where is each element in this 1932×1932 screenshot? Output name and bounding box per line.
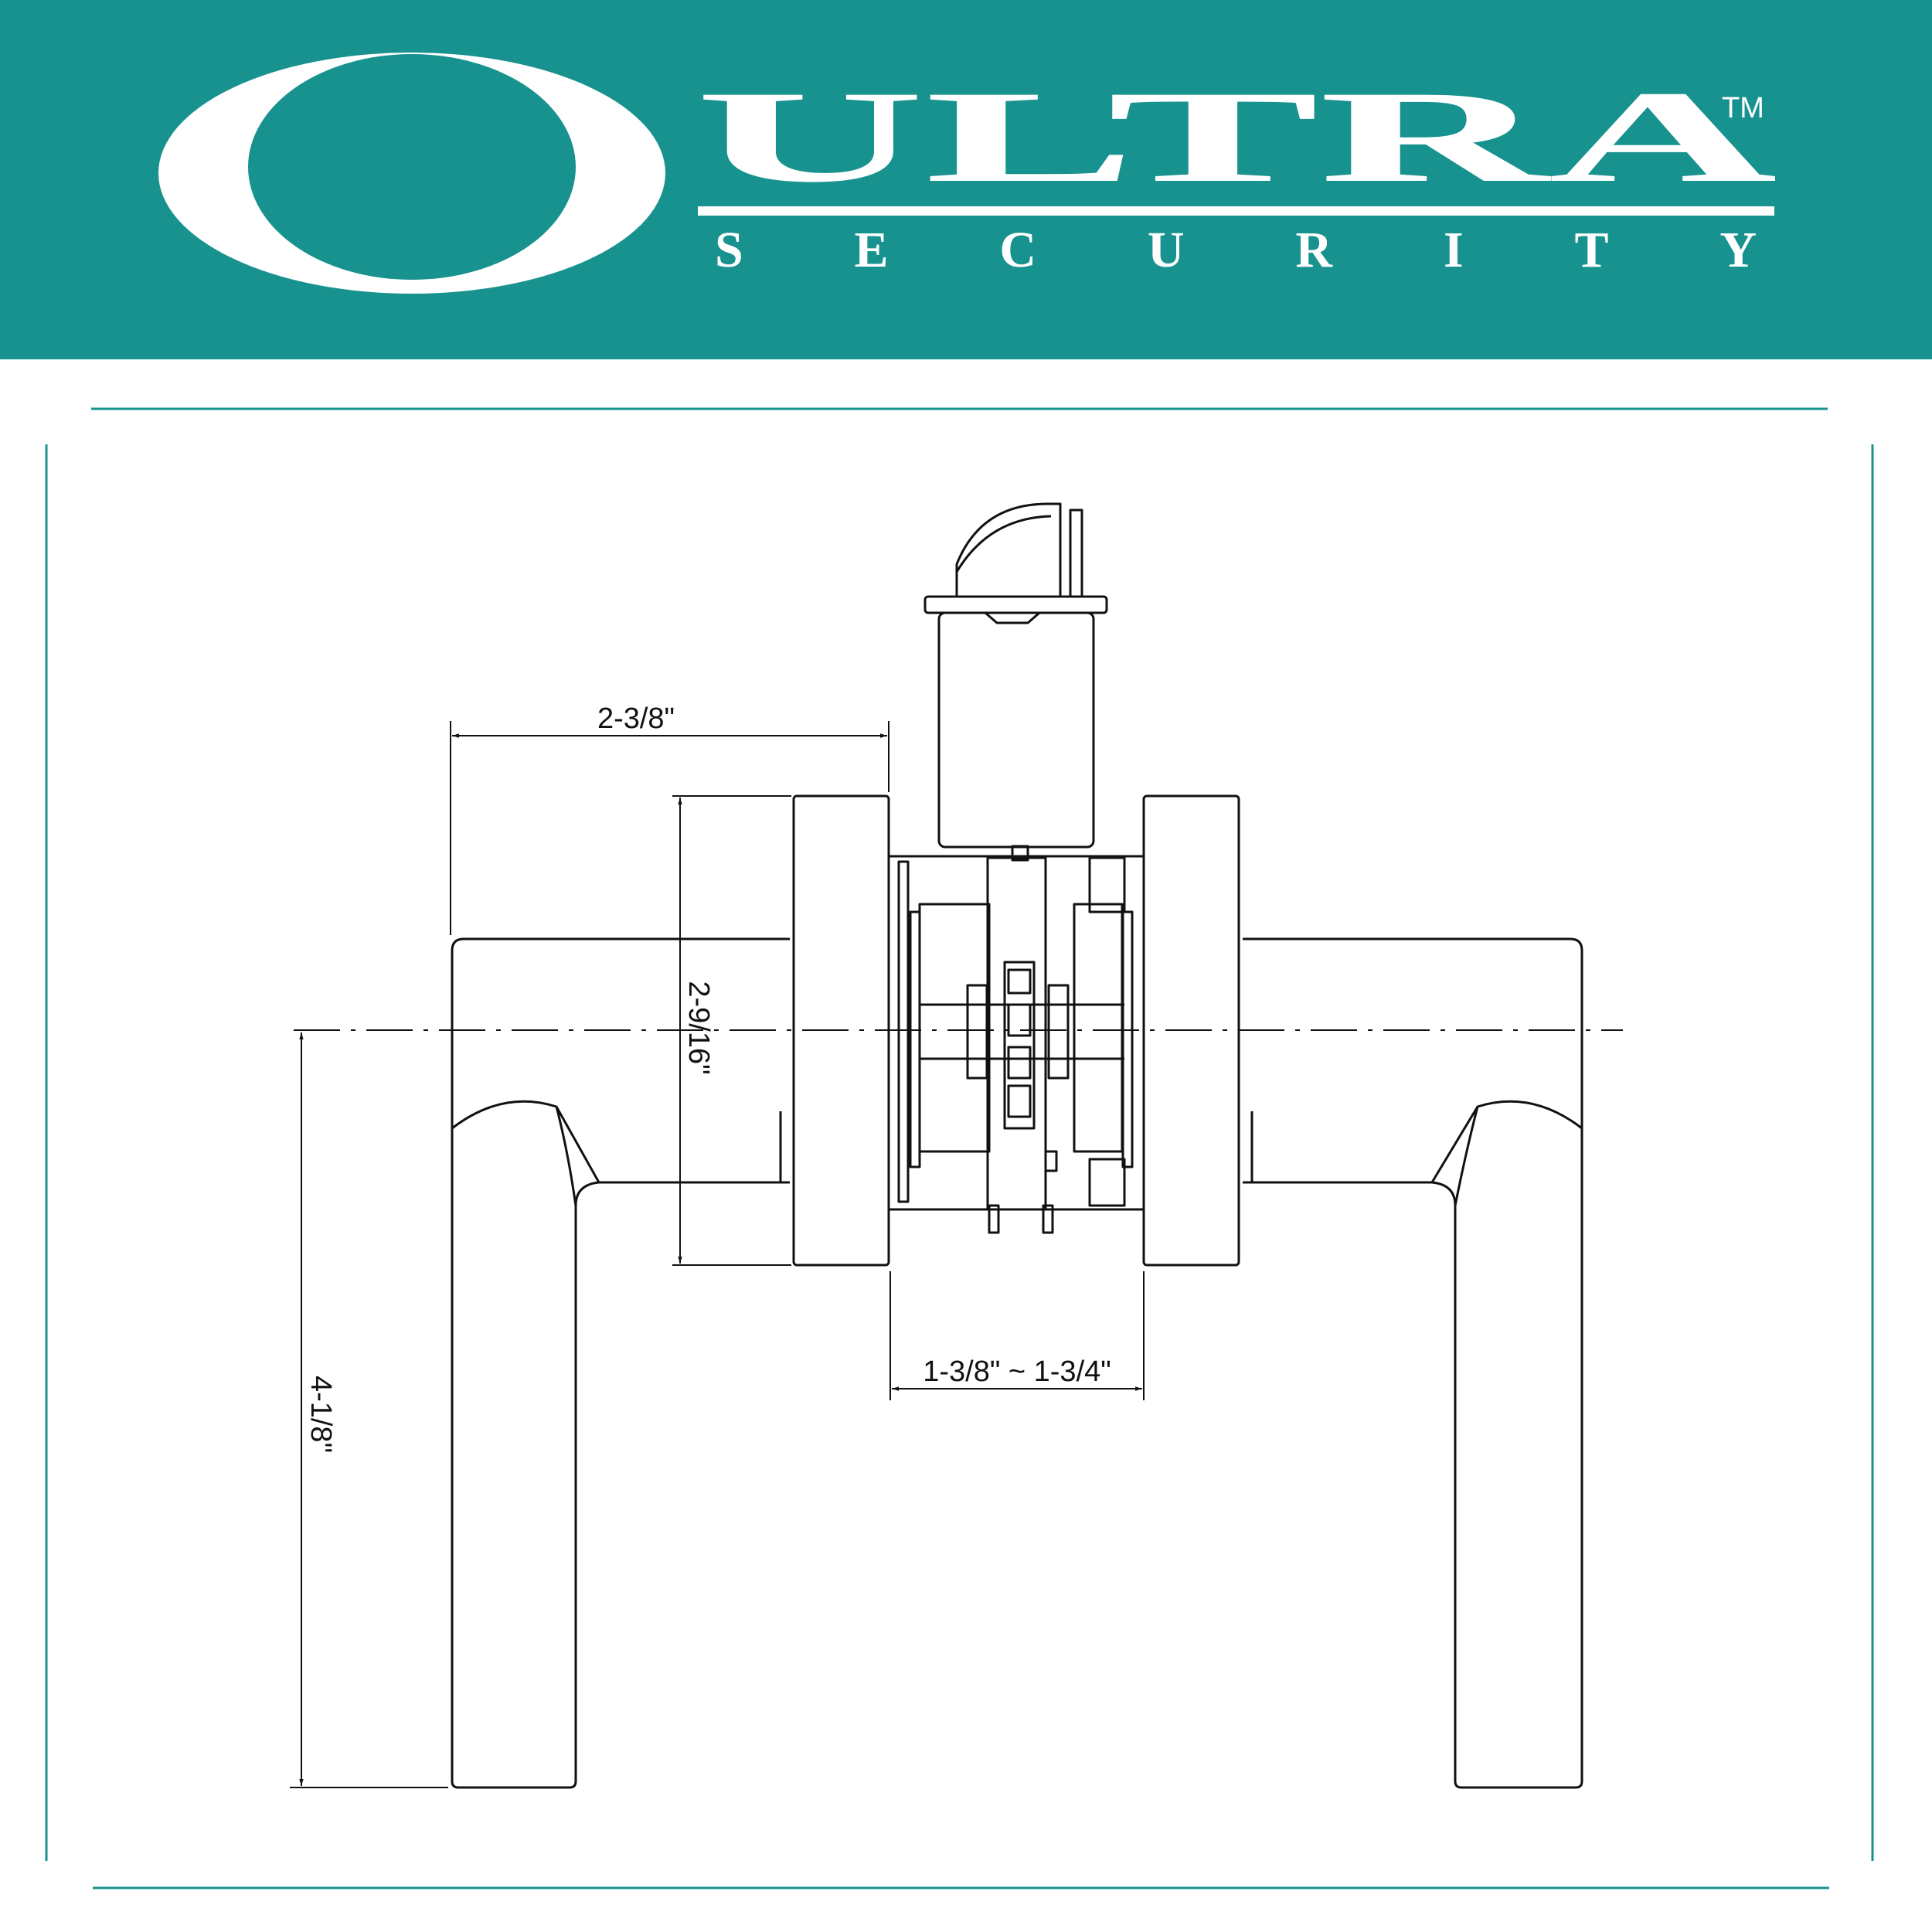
latch-assembly (923, 502, 1108, 849)
left-rose (792, 794, 890, 1267)
ring-logo-icon (158, 53, 665, 294)
lever-dimension-drawing: 2-3/8" 2-9/16" 4-1/8" 1-3/8" ~ 1-3/4" (45, 407, 1874, 1889)
left-lever-handle (451, 937, 790, 1789)
dim-label-lever-drop: 4-1/8" (304, 1376, 337, 1453)
dim-label-rose-diameter: 2-9/16" (682, 981, 715, 1074)
dim-label-lever-projection: 2-3/8" (597, 702, 675, 735)
brand-wordmark: ULTRA (696, 64, 1777, 209)
trademark-symbol: TM (1722, 92, 1764, 124)
frame-lines (45, 407, 1874, 1889)
right-lever-handle (1243, 937, 1583, 1789)
brand-divider (698, 206, 1774, 216)
brand-banner: ULTRA TM SECURITY (0, 0, 1932, 359)
right-rose (1142, 794, 1240, 1267)
dim-label-door-thickness: 1-3/8" ~ 1-3/4" (923, 1355, 1111, 1388)
lock-chassis (889, 845, 1144, 1234)
